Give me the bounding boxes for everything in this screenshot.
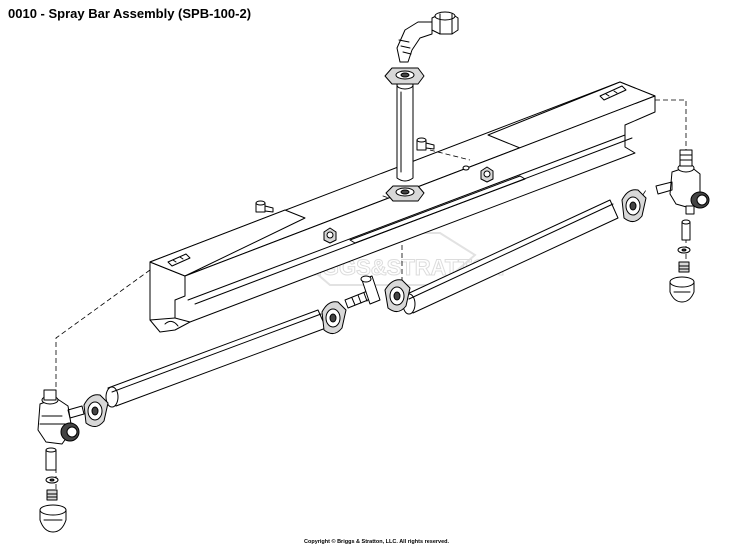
top-elbow-fitting <box>396 11 459 63</box>
left-nozzle-washer <box>45 476 59 484</box>
clamp-left-tube-outer <box>83 394 109 427</box>
left-bracket-stamp <box>167 253 191 267</box>
right-nozzle-stem <box>681 219 691 241</box>
bolt-left <box>255 200 274 213</box>
right-spray-tube <box>402 199 619 315</box>
clamp-center-right <box>384 279 411 312</box>
left-nozzle-stem <box>45 447 57 471</box>
nut-left <box>323 227 337 244</box>
nut-right <box>480 166 494 183</box>
page-title: 0010 - Spray Bar Assembly (SPB-100-2) <box>8 6 252 21</box>
center-riser-pipe <box>396 80 414 182</box>
upper-riser-clamp <box>384 67 425 85</box>
clamp-right-tube-outer <box>621 189 647 222</box>
left-nozzle-strainer <box>46 489 58 501</box>
clamp-left-tube-inner <box>321 301 347 334</box>
bolt-center <box>416 137 435 151</box>
copyright-notice: Copyright © Briggs & Stratton, LLC. All … <box>304 539 450 545</box>
spray-bar-channel <box>149 81 656 333</box>
right-nozzle-strainer <box>678 261 690 273</box>
lower-riser-clamp <box>385 185 425 202</box>
center-tee-fitting <box>344 275 381 309</box>
right-bracket-stamp <box>599 85 627 101</box>
left-nozzle-cap <box>39 504 67 533</box>
washer-small <box>462 165 470 171</box>
right-nozzle-cap <box>669 276 695 303</box>
left-nozzle-body <box>37 389 85 445</box>
left-spray-tube <box>105 309 327 408</box>
right-nozzle-washer <box>677 246 691 254</box>
right-nozzle-body <box>655 149 710 215</box>
